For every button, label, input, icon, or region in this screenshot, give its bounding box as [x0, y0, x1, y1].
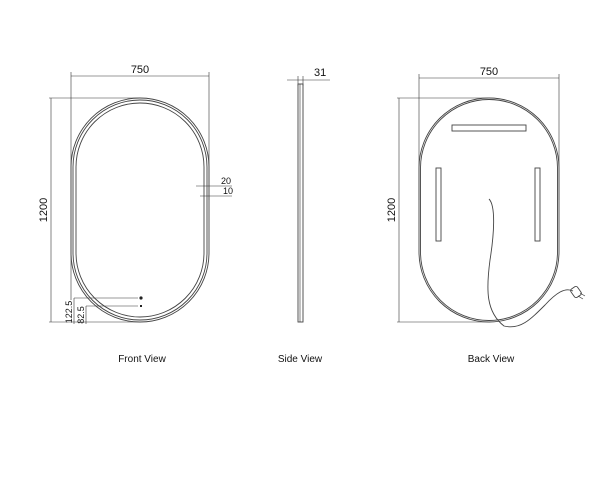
touch-sensor-icon: [139, 296, 143, 300]
width-dimension: 750: [480, 66, 498, 78]
power-cable: [487, 198, 574, 328]
back-view: 750 1200 Back View: [386, 66, 586, 365]
inset-dimension: 10: [223, 186, 233, 196]
side-view: 31 Side View: [278, 67, 330, 365]
led-strip-left: [435, 167, 442, 242]
mirror-glass-edge: [75, 102, 205, 318]
mirror-outer-frame: [70, 97, 210, 323]
mirror-back-outline: [418, 97, 560, 323]
front-view: 750 1200 20 10 122.5 82.5 Front View: [38, 64, 233, 365]
sensor-dimension-lower: 82.5: [76, 306, 86, 324]
front-view-caption: Front View: [118, 354, 166, 365]
height-dimension: 1200: [38, 198, 50, 222]
back-view-caption: Back View: [468, 354, 515, 365]
depth-dimension: 31: [314, 67, 326, 79]
sensor-indicator-icon: [140, 305, 142, 307]
sensor-dimension-upper: 122.5: [64, 301, 74, 324]
width-dimension: 750: [131, 64, 149, 76]
frame-dimension: 20: [221, 176, 231, 186]
mirror-back-inner: [420, 99, 558, 321]
plug-icon: [570, 285, 586, 300]
mirror-frame-ring: [72, 99, 208, 321]
mirror-side-profile: [297, 83, 304, 323]
side-view-caption: Side View: [278, 354, 323, 365]
led-strip-top: [451, 124, 527, 132]
height-dimension: 1200: [386, 198, 398, 222]
led-strip-right: [534, 167, 541, 242]
